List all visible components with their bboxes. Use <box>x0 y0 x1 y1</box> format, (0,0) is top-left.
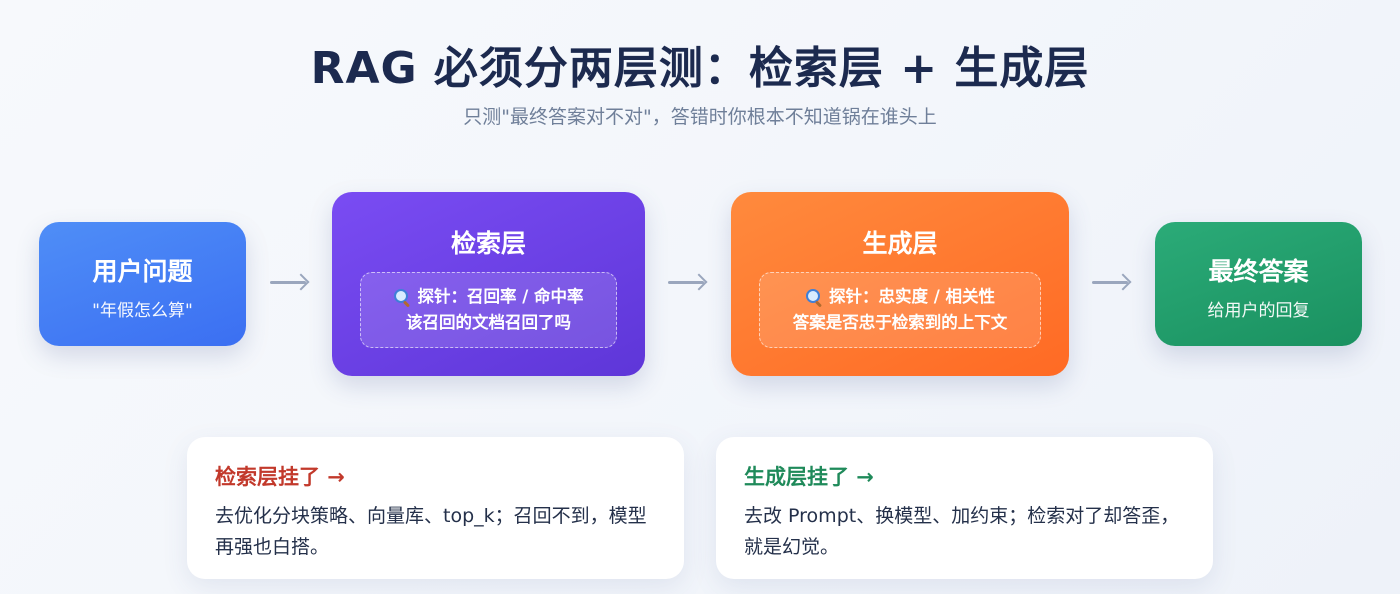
generation-probe-metrics: 探针：忠实度 / 相关性 <box>828 287 995 306</box>
retrieval-failure-title: 检索层挂了 → <box>215 465 345 489</box>
arrow-right-icon <box>270 272 310 292</box>
generation-failure-card: 生成层挂了 → 去改 Prompt、换模型、加约束；检索对了却答歪，就是幻觉。 <box>716 437 1213 579</box>
retrieval-probe-metrics: 探针：召回率 / 命中率 <box>417 287 584 306</box>
final-answer-node: 最终答案 给用户的回复 <box>1155 222 1362 346</box>
retrieval-probe-question: 该召回的文档召回了吗 <box>406 313 571 332</box>
generation-failure-body: 去改 Prompt、换模型、加约束；检索对了却答歪，就是幻觉。 <box>744 505 1180 558</box>
generation-failure-title: 生成层挂了 → <box>744 465 874 489</box>
page-subtitle: 只测"最终答案对不对"，答错时你根本不知道锅在谁头上 <box>463 106 937 128</box>
user-question-example: "年假怎么算" <box>92 301 193 321</box>
retrieval-probe-box: 探针：召回率 / 命中率 该召回的文档召回了吗 <box>360 272 617 348</box>
arrow-right-icon <box>1092 272 1132 292</box>
final-answer-desc: 给用户的回复 <box>1207 301 1310 321</box>
user-question-node: 用户问题 "年假怎么算" <box>39 222 246 346</box>
generation-layer-node: 生成层 探针：忠实度 / 相关性 答案是否忠于检索到的上下文 <box>731 192 1069 376</box>
retrieval-layer-title: 检索层 <box>450 229 526 258</box>
generation-layer-title: 生成层 <box>862 229 938 258</box>
magnifier-icon <box>805 288 823 306</box>
retrieval-failure-card: 检索层挂了 → 去优化分块策略、向量库、top_k；召回不到，模型再强也白搭。 <box>187 437 684 579</box>
retrieval-layer-node: 检索层 探针：召回率 / 命中率 该召回的文档召回了吗 <box>332 192 645 376</box>
magnifier-icon <box>393 288 411 306</box>
user-question-title: 用户问题 <box>92 257 193 286</box>
page-title: RAG 必须分两层测：检索层 + 生成层 <box>310 43 1090 94</box>
generation-probe-question: 答案是否忠于检索到的上下文 <box>792 313 1008 332</box>
generation-probe-box: 探针：忠实度 / 相关性 答案是否忠于检索到的上下文 <box>759 272 1041 348</box>
retrieval-failure-body: 去优化分块策略、向量库、top_k；召回不到，模型再强也白搭。 <box>215 505 647 558</box>
final-answer-title: 最终答案 <box>1208 257 1309 286</box>
arrow-right-icon <box>668 272 708 292</box>
